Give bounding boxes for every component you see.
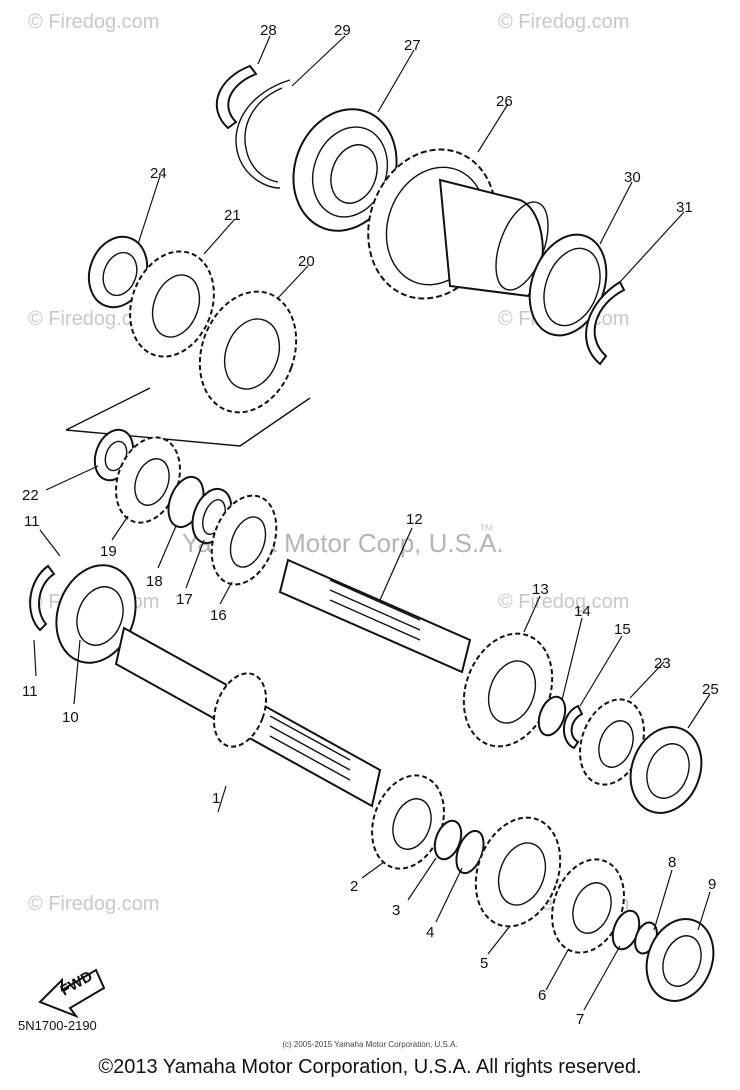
fwd-arrow-icon: FWD [38,968,106,1019]
callout-17: 17 [176,591,193,608]
watermark-bottom-left: © Firedog.com [28,893,159,915]
callout-20: 20 [298,253,315,270]
callout-23: 23 [654,655,671,672]
callout-18: 18 [146,573,163,590]
gear-26-hub [438,178,544,298]
callout-13: 13 [532,581,549,598]
callout-25: 25 [702,681,719,698]
gear-20 [198,290,298,414]
diagram-code: 5N1700-2190 [18,1018,97,1033]
watermark-top-left: © Firedog.com [28,11,159,33]
circlip-31 [585,280,626,366]
callout-31: 31 [676,199,693,216]
callout-10: 10 [62,709,79,726]
main-axle-12 [278,558,472,674]
callout-29: 29 [334,22,351,39]
callout-4: 4 [426,924,434,941]
copyright-notice: ©2013 Yamaha Motor Corporation, U.S.A. A… [98,1056,642,1078]
callout-7: 7 [576,1011,584,1028]
callout-1: 1 [212,790,220,807]
callout-24: 24 [150,165,167,182]
callout-28: 28 [260,22,277,39]
clip-29 [235,79,291,189]
bearing-9 [645,918,715,1002]
callout-11a: 11 [24,513,40,530]
callout-6: 6 [538,987,546,1004]
callout-12: 12 [406,511,423,528]
callout-14: 14 [574,603,591,620]
callout-15: 15 [614,621,631,638]
callout-labels: 1 2 3 4 5 6 7 8 9 10 11 11 12 13 14 15 1… [22,22,719,1028]
callout-27: 27 [404,37,421,54]
callout-9: 9 [708,876,716,893]
callout-2: 2 [350,878,358,895]
callout-21: 21 [224,207,241,224]
callout-16: 16 [210,607,227,624]
callout-11b: 11 [22,683,38,700]
washer-14 [537,695,567,737]
drive-axle-1-gear [212,672,268,748]
callout-5: 5 [480,955,488,972]
leader-lines [33,35,711,1011]
callout-26: 26 [496,93,513,110]
watermark-tm: TM [480,523,493,533]
callout-22: 22 [22,487,39,504]
bearing-10 [55,564,137,664]
callout-3: 3 [392,902,400,919]
circlip-15 [563,704,584,750]
watermark-top-right: © Firedog.com [498,11,629,33]
callout-8: 8 [668,854,676,871]
small-copyright: (c) 2005-2015 Yamaha Motor Corporation, … [282,1040,458,1049]
callout-30: 30 [624,169,641,186]
gear-16 [210,494,278,586]
gear-5 [474,816,562,928]
callout-19: 19 [100,543,117,560]
circlip-11 [29,564,56,632]
circlip-28 [216,64,258,130]
watermark-left: © Firedog.com [28,308,159,330]
watermark-mid-right: © Firedog.com [498,591,629,613]
gear-21 [129,250,215,358]
